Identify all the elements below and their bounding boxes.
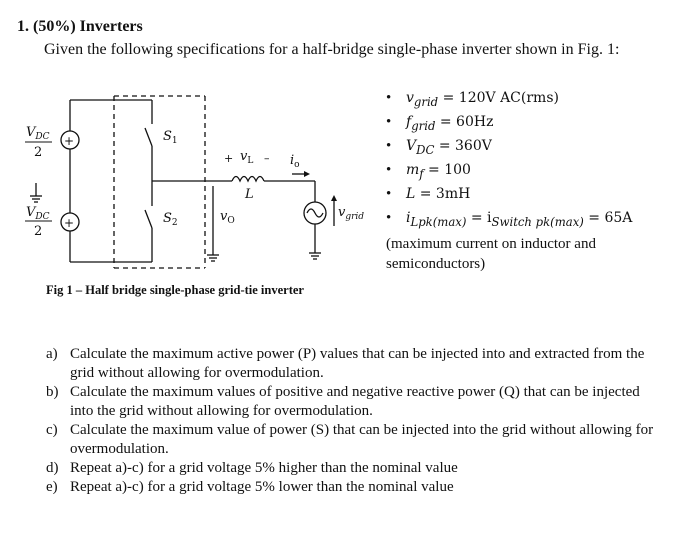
s2-label: S2 [163, 211, 178, 228]
vdc-label: VDC [26, 205, 50, 222]
vl-label: vL [240, 149, 253, 166]
vo-label: vO [220, 209, 235, 226]
task-item: c)Calculate the maximum value of power (… [46, 422, 654, 457]
task-item: b)Calculate the maximum values of positi… [46, 384, 640, 419]
spec-item: •fgrid = 60Hz [386, 114, 494, 133]
s1-label: S1 [163, 129, 178, 146]
polarity-minus: – [264, 152, 270, 165]
question-title: 1. (50%) Inverters [17, 18, 143, 35]
spec-item: •VDC = 360V [386, 138, 492, 157]
svg-text:2: 2 [34, 224, 42, 239]
spec-item: •mf = 100 [386, 162, 471, 181]
half-bridge-circuit-diagram: + + VDC 2 VDC 2 S1 S2 vL L io vO vgrid +… [25, 95, 364, 269]
task-list: a)Calculate the maximum active power (P)… [46, 345, 666, 497]
spec-item: •L = 3mH [386, 186, 471, 202]
dc-source-bottom [60, 212, 80, 232]
dc-source-top [60, 130, 80, 150]
spec-item: •vgrid = 120V AC(rms) [386, 90, 559, 109]
ground-icon [30, 195, 321, 262]
figure-caption: Fig 1 – Half bridge single-phase grid-ti… [46, 283, 304, 297]
task-item: a)Calculate the maximum active power (P)… [46, 346, 645, 381]
switch-s2 [144, 209, 153, 229]
question-statement: Given the following specifications for a… [44, 41, 620, 58]
io-label: io [290, 153, 300, 170]
spec-note: (maximum current on inductor and semicon… [386, 236, 596, 272]
l-label: L [244, 187, 254, 202]
task-item: d)Repeat a)-c) for a grid voltage 5% hig… [46, 460, 458, 476]
switch-s1 [144, 127, 153, 147]
vdc-label: VDC [26, 125, 50, 142]
task-item: e)Repeat a)-c) for a grid voltage 5% low… [46, 479, 454, 495]
vgrid-arrow-head [331, 195, 337, 201]
plus-sign: + [64, 134, 74, 148]
plus-sign: + [64, 216, 74, 230]
sine-icon [306, 208, 324, 218]
spec-item: •iLpk(max) = iSwitch pk(max) = 65A [386, 210, 633, 229]
io-arrow-head [304, 171, 310, 177]
svg-text:2: 2 [34, 145, 42, 160]
polarity-plus: + [224, 152, 233, 165]
vgrid-label: vgrid [338, 205, 364, 222]
inductor-l [231, 175, 265, 183]
